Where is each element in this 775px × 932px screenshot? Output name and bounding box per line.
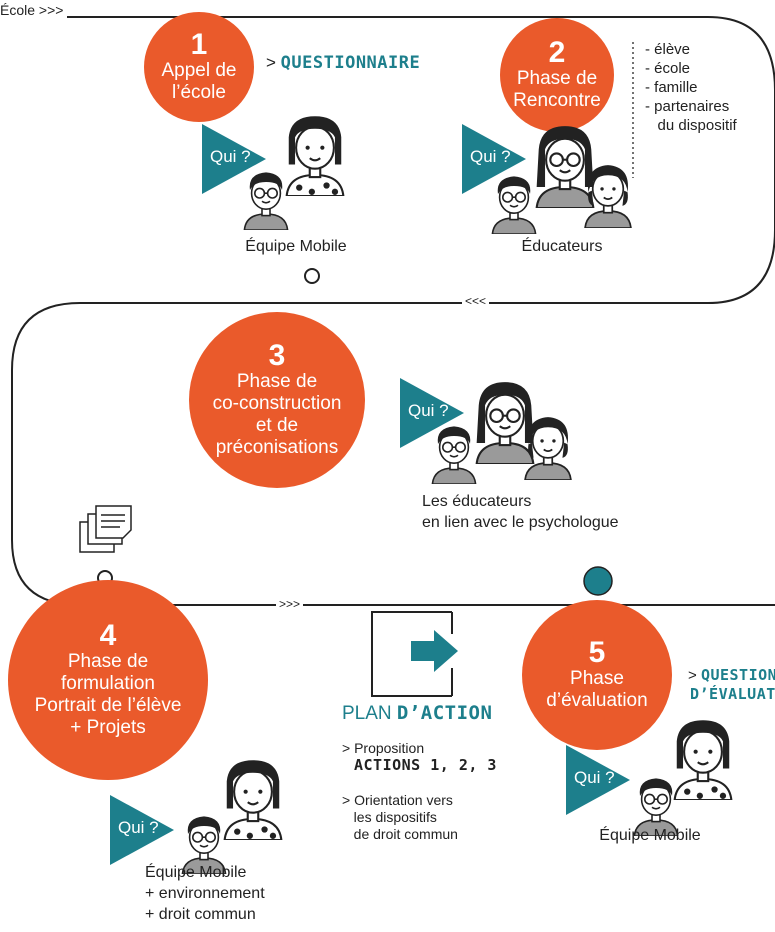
qui-tag: Qui ?	[566, 745, 630, 815]
step-4-label: Phase de formulation Portrait de l’élève…	[34, 651, 182, 738]
step-1-circle: 1 Appel de l’école	[144, 12, 254, 122]
step-2-number: 2	[548, 36, 566, 69]
qui-tag: Qui ?	[202, 124, 266, 194]
step-1-who: Équipe Mobile	[245, 238, 347, 255]
document-stack-icon	[79, 505, 132, 553]
questionnaire-keyword: QUESTIONNAIRE	[280, 53, 421, 73]
participant-item: - école	[645, 60, 691, 77]
person-icon	[584, 165, 632, 228]
step-1-number: 1	[190, 28, 208, 61]
qui-tag: Qui ?	[110, 795, 174, 865]
step-1-link: > QUESTIONNAIRE	[266, 53, 421, 73]
plan-title: PLAN D’ACTION	[342, 702, 493, 724]
participant-item: - partenaires	[645, 98, 730, 115]
step-3-label: Phase de co-construction et de préconisa…	[212, 371, 342, 458]
questionnaire-keyword: QUESTIONNAIRE	[700, 666, 775, 684]
person-icon	[475, 382, 535, 464]
qui-label: Qui ?	[118, 818, 159, 837]
step-2-circle: 2 Phase de Rencontre	[500, 18, 614, 132]
qui-tag: Qui ?	[400, 378, 464, 448]
step-2-participants: - élève - école - famille - partenaires …	[645, 40, 737, 135]
evaluation-keyword: D’ÉVALUATION	[690, 685, 775, 703]
step-4-who: Équipe Mobile + environnement + droit co…	[145, 864, 265, 923]
person-icon	[223, 760, 283, 840]
qui-label: Qui ?	[574, 768, 615, 787]
qui-label: Qui ?	[210, 147, 251, 166]
participant-item: du dispositif	[645, 117, 737, 134]
step-5-who: Équipe Mobile	[599, 827, 701, 844]
milestone-dot-1	[304, 268, 320, 284]
person-icon	[285, 116, 345, 196]
flow-arrows-left: <<<	[462, 294, 490, 308]
step-2-label: Phase de Rencontre	[513, 68, 601, 111]
plan-arrow-icon	[371, 611, 458, 697]
person-icon	[243, 172, 289, 230]
person-icon	[491, 176, 537, 234]
participant-item: - élève	[645, 41, 691, 58]
person-icon	[535, 126, 595, 208]
participant-item: - famille	[645, 79, 698, 96]
step-4-number: 4	[99, 619, 117, 652]
qui-tag: Qui ?	[462, 124, 526, 194]
step-5-link: > QUESTIONNAIRE D’ÉVALUATION	[688, 666, 775, 704]
step-3-circle: 3 Phase de co-construction et de préconi…	[189, 312, 365, 488]
step-2-who: Éducateurs	[521, 238, 603, 255]
plan-item-2: > Orientation vers les dispositifs de dr…	[342, 792, 458, 842]
step-3-number: 3	[268, 339, 286, 372]
header-label: École >>>	[0, 2, 68, 18]
step-5-label: Phase d’évaluation	[546, 668, 648, 711]
milestone-dot-3	[583, 566, 613, 596]
step-3-who: Les éducateurs en lien avec le psycholog…	[422, 493, 619, 531]
person-icon	[431, 426, 477, 484]
person-icon	[181, 816, 227, 874]
qui-label: Qui ?	[408, 401, 449, 420]
step-4-circle: 4 Phase de formulation Portrait de l’élè…	[8, 580, 208, 780]
person-icon	[633, 778, 679, 836]
step-1-label: Appel de l’école	[161, 60, 237, 103]
qui-label: Qui ?	[470, 147, 511, 166]
flow-arrows-right: >>>	[276, 597, 304, 611]
step-5-number: 5	[588, 636, 606, 669]
person-icon	[673, 720, 733, 800]
plan-item-1: > Proposition ACTIONS 1, 2, 3	[342, 740, 497, 774]
step-5-circle: 5 Phase d’évaluation	[522, 600, 672, 750]
person-icon	[524, 417, 572, 480]
